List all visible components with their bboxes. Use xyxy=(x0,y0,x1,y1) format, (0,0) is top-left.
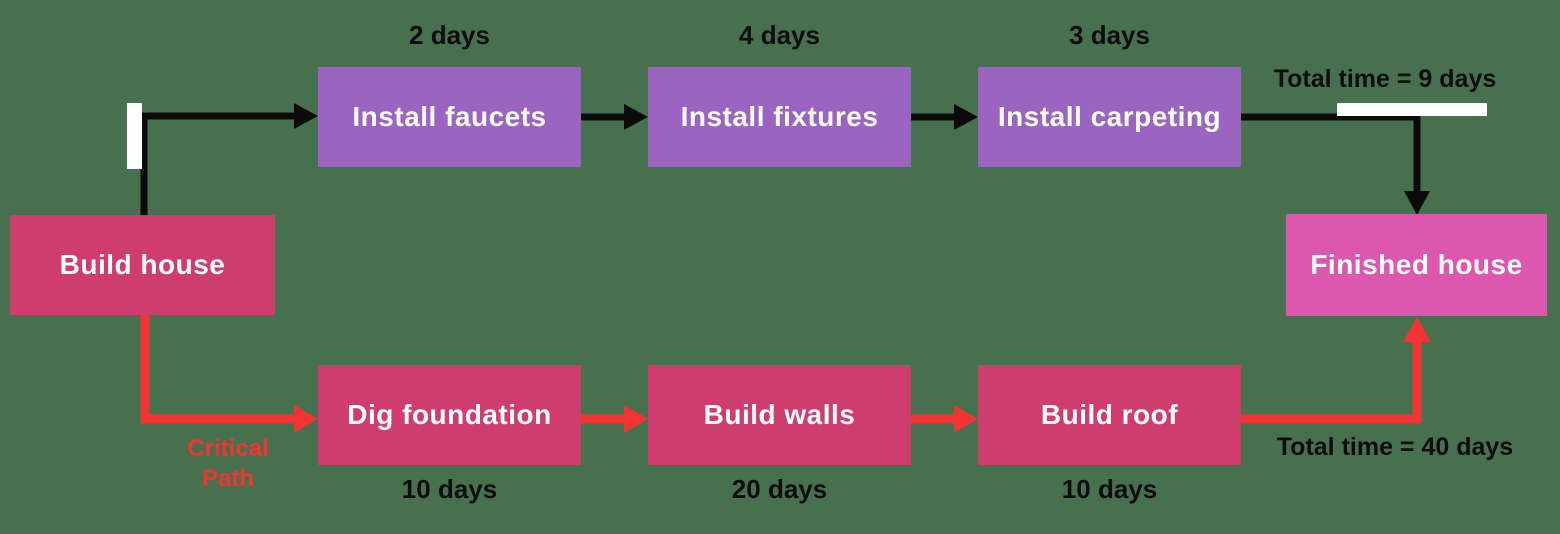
total-time-top-label: Total time = 9 days xyxy=(1273,65,1497,93)
node-build-walls-label: Build walls xyxy=(703,399,856,430)
duration-build-walls: 20 days xyxy=(731,474,828,504)
node-install-carpeting: Install carpeting xyxy=(978,67,1241,167)
arrow-install-faucets-to-install-fixtures xyxy=(581,104,648,130)
critical-path-label: Critical Path xyxy=(187,435,269,493)
arrow-build-house-to-install-faucets xyxy=(140,103,318,215)
white-patch-right xyxy=(1337,103,1487,116)
arrow-build-house-to-dig-foundation xyxy=(140,315,318,433)
duration-install-carpeting: 3 days xyxy=(1069,20,1150,50)
node-build-house-label: Build house xyxy=(59,249,226,280)
duration-install-faucets: 2 days xyxy=(409,20,490,50)
node-build-house: Build house xyxy=(10,215,275,315)
node-install-faucets-label: Install faucets xyxy=(352,101,547,132)
node-build-walls: Build walls xyxy=(648,365,911,465)
node-finished-house-label: Finished house xyxy=(1310,249,1523,280)
node-finished-house: Finished house xyxy=(1286,214,1547,316)
duration-install-fixtures: 4 days xyxy=(739,20,820,50)
node-build-roof: Build roof xyxy=(978,365,1241,465)
arrow-install-carpeting-to-finished-house xyxy=(1241,113,1430,215)
node-install-carpeting-label: Install carpeting xyxy=(997,101,1222,132)
node-install-fixtures: Install fixtures xyxy=(648,67,911,167)
arrow-install-fixtures-to-install-carpeting xyxy=(911,104,978,130)
arrow-dig-foundation-to-build-walls xyxy=(581,405,648,433)
node-build-roof-label: Build roof xyxy=(1040,399,1179,430)
node-install-faucets: Install faucets xyxy=(318,67,581,167)
node-install-fixtures-label: Install fixtures xyxy=(680,101,879,132)
arrow-build-walls-to-build-roof xyxy=(911,405,978,433)
arrow-build-roof-to-finished-house xyxy=(1241,317,1431,424)
total-time-bottom-label: Total time = 40 days xyxy=(1276,433,1514,461)
white-patch-left xyxy=(127,103,142,169)
node-dig-foundation: Dig foundation xyxy=(318,365,581,465)
node-dig-foundation-label: Dig foundation xyxy=(347,399,552,430)
duration-dig-foundation: 10 days xyxy=(401,474,498,504)
duration-build-roof: 10 days xyxy=(1061,474,1158,504)
